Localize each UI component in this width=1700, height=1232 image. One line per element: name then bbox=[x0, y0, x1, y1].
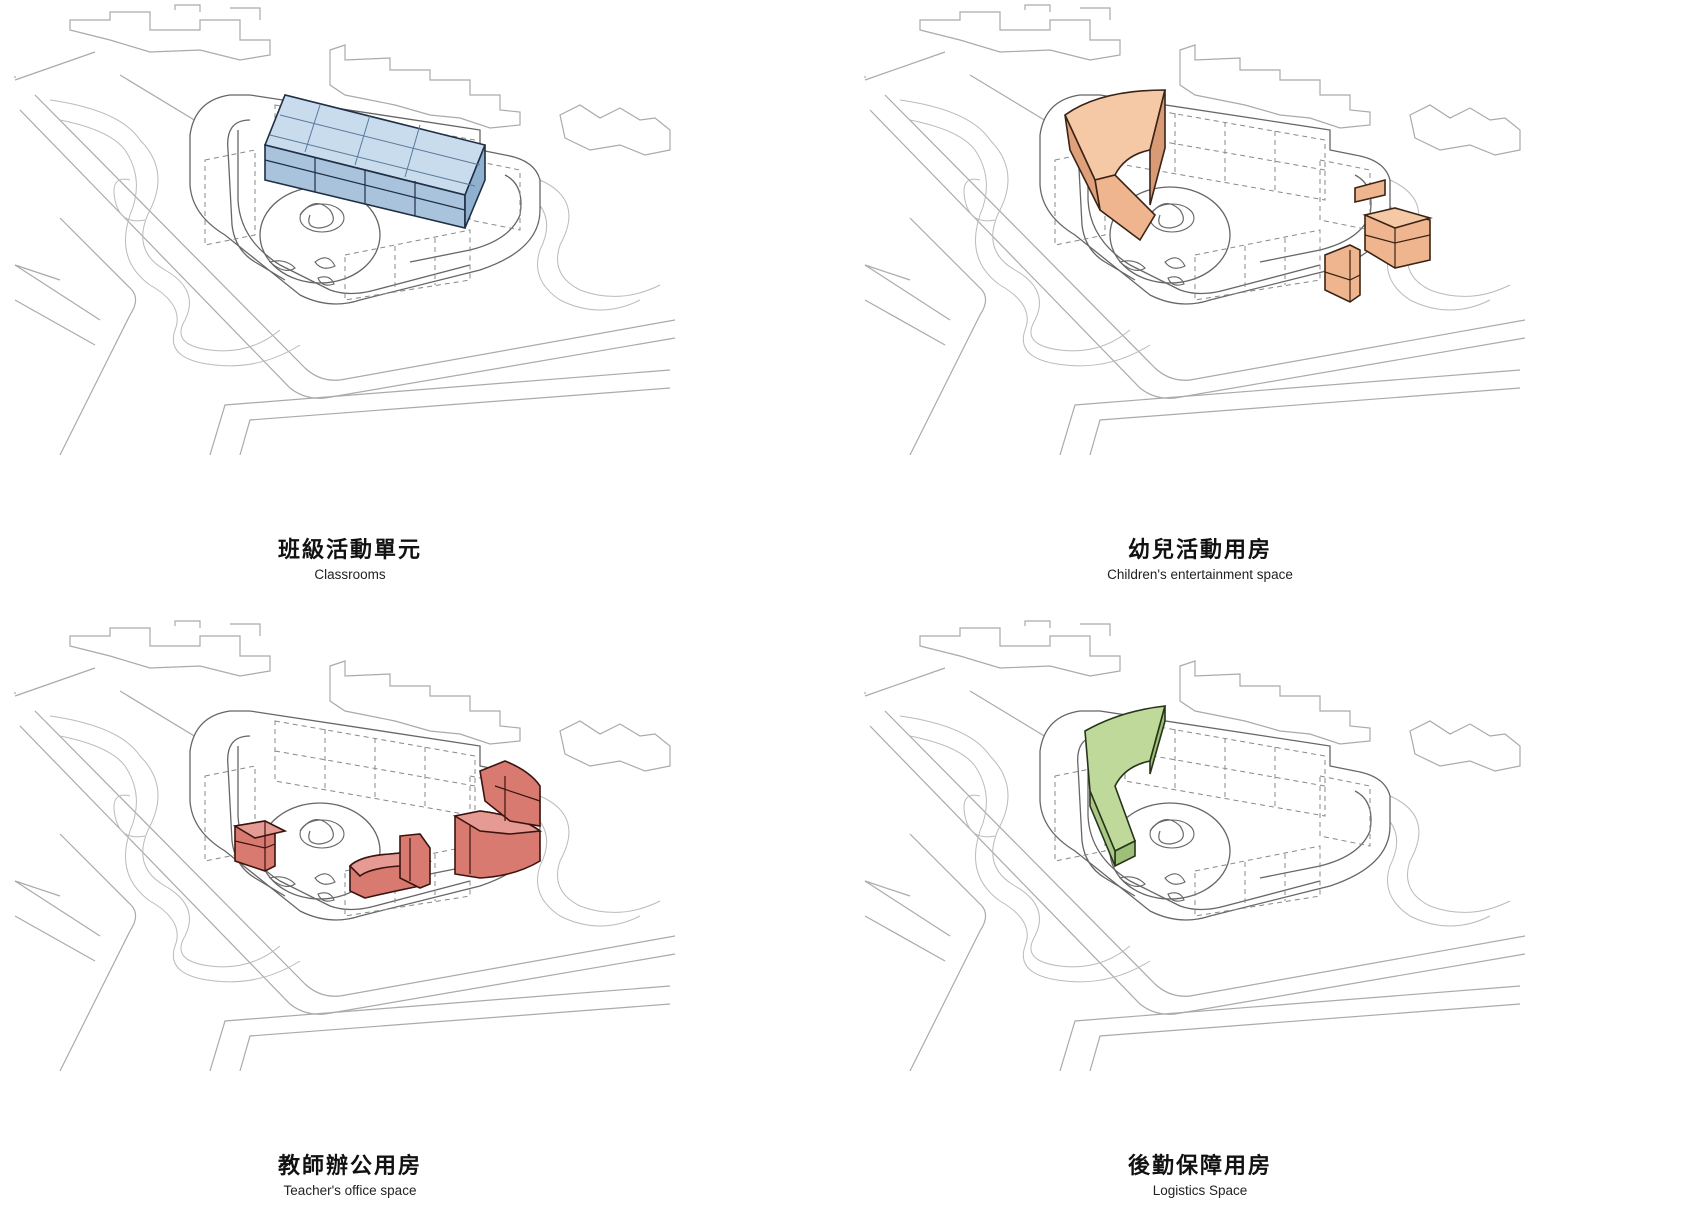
panel-title-en: Children's entertainment space bbox=[1107, 567, 1293, 582]
panel-teacher-office: 教師辦公用房 Teacher's office space bbox=[0, 616, 850, 1232]
panel-title-cn: 班級活動單元 bbox=[277, 537, 422, 563]
classrooms-highlight-volume bbox=[263, 94, 487, 230]
diagram-children-entertainment bbox=[864, 4, 1526, 456]
panel-logistics: 後勤保障用房 Logistics Space bbox=[850, 616, 1700, 1232]
panel-title-cn: 後勤保障用房 bbox=[1127, 1153, 1272, 1179]
panel-children-entertainment: 幼兒活動用房 Children's entertainment space bbox=[850, 0, 1700, 616]
panel-title-cn: 幼兒活動用房 bbox=[1127, 537, 1272, 563]
panel-title-en: Logistics Space bbox=[1152, 1183, 1248, 1198]
panel-title-cn: 教師辦公用房 bbox=[277, 1153, 422, 1179]
teacher-office-highlight-volumes bbox=[232, 760, 543, 899]
panel-classrooms: 班級活動單元 Classrooms bbox=[0, 0, 850, 616]
diagram-classrooms bbox=[14, 4, 676, 456]
children-space-highlight-volumes bbox=[1063, 89, 1433, 303]
diagram-logistics bbox=[864, 620, 1526, 1072]
panel-title-en: Classrooms bbox=[314, 567, 386, 582]
panel-title-en: Teacher's office space bbox=[283, 1183, 417, 1198]
diagram-teacher-office bbox=[14, 620, 676, 1072]
logistics-highlight-volume bbox=[1084, 705, 1167, 868]
